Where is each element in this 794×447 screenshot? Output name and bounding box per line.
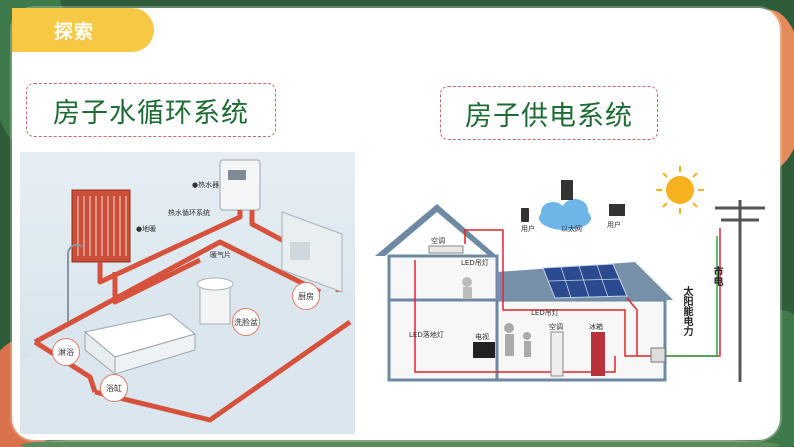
ac-top-icon bbox=[428, 245, 464, 254]
bathtub bbox=[83, 313, 197, 376]
shower-head bbox=[67, 243, 83, 322]
shower-bubble: 淋浴 bbox=[52, 338, 80, 366]
power-diagram: 空调 LED吊灯 用户 以太网 用户 LED吊灯 LED落地灯 电视 空调 冰箱… bbox=[375, 160, 770, 390]
basin-label: 洗脸盆 bbox=[234, 317, 258, 327]
inverter-icon bbox=[650, 347, 666, 363]
pipe-loop bbox=[33, 210, 352, 423]
family-figure bbox=[504, 323, 531, 357]
water-system-title: 房子水循环系统 bbox=[26, 83, 276, 137]
grid-wire bbox=[657, 236, 718, 357]
user2-label: 用户 bbox=[607, 221, 621, 229]
explore-tag: 探索 bbox=[12, 8, 154, 52]
kitchen-label: 厨房 bbox=[298, 291, 314, 301]
radiator-label: 暖气片 bbox=[210, 251, 231, 259]
user1-label: 用户 bbox=[521, 225, 535, 233]
monitor-icon bbox=[609, 204, 625, 216]
solar-panels bbox=[542, 263, 628, 299]
house-left-wall bbox=[387, 254, 499, 382]
fridge-icon bbox=[591, 332, 605, 376]
utility-pole bbox=[715, 200, 765, 382]
basin-bubble: 洗脸盆 bbox=[232, 308, 260, 336]
solar-power-label: 太阳能电力 bbox=[681, 286, 692, 336]
led-low-label: LED落地灯 bbox=[409, 331, 444, 339]
wash-basin bbox=[196, 277, 234, 325]
power-system-title: 房子供电系统 bbox=[440, 86, 658, 140]
server-icon bbox=[561, 180, 573, 200]
led-mid-label: LED吊灯 bbox=[531, 309, 559, 317]
explore-tag-label: 探索 bbox=[54, 20, 95, 43]
power-system-title-text: 房子供电系统 bbox=[465, 100, 633, 132]
house-right-wall bbox=[495, 298, 667, 382]
floor-heat-label: ●地暖 bbox=[136, 225, 157, 233]
tub-label: 浴缸 bbox=[106, 383, 122, 393]
user-at-desk-figure bbox=[462, 277, 472, 299]
tub-bubble: 浴缸 bbox=[100, 374, 128, 402]
tv-icon bbox=[473, 342, 495, 358]
tv-label: 电视 bbox=[475, 333, 489, 341]
led-top-label: LED吊灯 bbox=[461, 259, 489, 267]
heater-label: ●热水器 bbox=[192, 181, 220, 189]
internet-cloud-icon bbox=[539, 199, 591, 230]
ac-top-label: 空调 bbox=[431, 237, 445, 245]
internet-label: 以太网 bbox=[561, 225, 582, 233]
grid-power-label: 市电 bbox=[711, 266, 722, 286]
phone-icon bbox=[521, 208, 529, 222]
water-system-title-text: 房子水循环系统 bbox=[53, 97, 249, 129]
sun-icon bbox=[656, 166, 704, 214]
radiator-panel bbox=[71, 189, 131, 263]
shower-label: 淋浴 bbox=[58, 347, 74, 357]
fridge-label: 冰箱 bbox=[589, 323, 603, 331]
water-diagram: ●热水器 热水循环系统 ●地暖 暖气片 淋浴 浴缸 洗脸盆 厨房 bbox=[20, 152, 355, 434]
loop-label: 热水循环系统 bbox=[168, 209, 210, 217]
ac-stand-icon bbox=[550, 331, 564, 377]
kitchen-bubble: 厨房 bbox=[292, 282, 320, 310]
ac-low-label: 空调 bbox=[549, 323, 563, 331]
power-diagram-art bbox=[375, 166, 765, 382]
kitchen-cabinet bbox=[281, 211, 343, 293]
water-heater bbox=[219, 159, 261, 211]
